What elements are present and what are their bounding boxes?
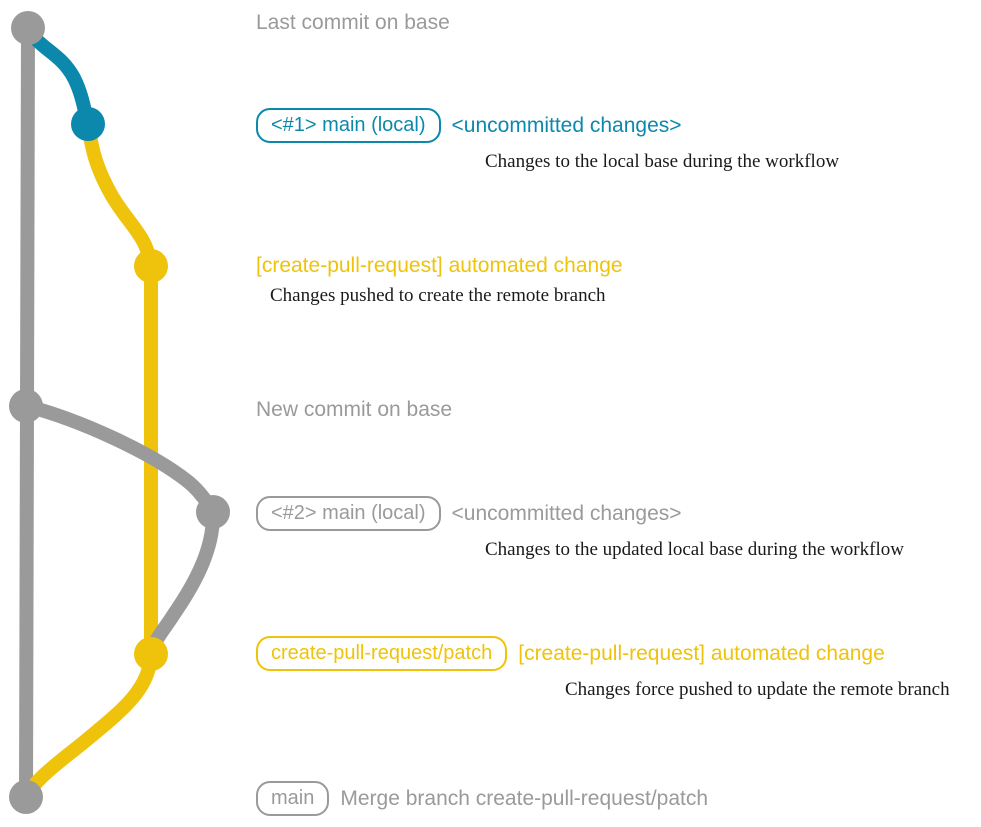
commit-headline: <uncommitted changes> — [451, 113, 682, 137]
commit-entry-merge: main Merge branch create-pull-request/pa… — [256, 781, 708, 816]
edge-newbase-to-update — [20, 399, 220, 519]
commit-subtext: Changes to the updated local base during… — [485, 539, 904, 560]
edge-patch-to-merge — [19, 647, 158, 804]
commit-headline: New commit on base — [256, 398, 453, 421]
commit-node-merge[interactable] — [9, 780, 43, 814]
commit-entry-automated-2: create-pull-request/patch [create-pull-r… — [256, 636, 950, 702]
ref-badge-main-local-2[interactable]: <#2> main (local) — [256, 496, 441, 531]
commit-headline: [create-pull-request] automated change — [518, 641, 885, 665]
ref-badge-main[interactable]: main — [256, 781, 330, 816]
commit-headline: [create-pull-request] automated change — [256, 254, 623, 277]
commit-node-local-1[interactable] — [71, 107, 105, 141]
commit-headline: <uncommitted changes> — [451, 501, 682, 525]
commit-node-automated-1[interactable] — [134, 249, 168, 283]
badge-row: <#1> main (local) <uncommitted changes> — [256, 108, 839, 143]
commit-node-automated-2[interactable] — [134, 637, 168, 671]
commit-entry-local-2: <#2> main (local) <uncommitted changes> … — [256, 496, 904, 562]
commit-subtext: Changes force pushed to update the remot… — [565, 679, 950, 700]
commit-subtext: Changes pushed to create the remote bran… — [270, 285, 606, 306]
ref-badge-main-local-1[interactable]: <#1> main (local) — [256, 108, 441, 143]
badge-row: create-pull-request/patch [create-pull-r… — [256, 636, 950, 671]
edge-local-to-patch — [81, 117, 158, 661]
commit-subtext: Changes to the local base during the wor… — [485, 151, 840, 172]
commit-entry-last-base: Last commit on base — [256, 10, 450, 36]
commit-headline: Merge branch create-pull-request/patch — [340, 786, 709, 810]
commit-node-local-2[interactable] — [196, 495, 230, 529]
commit-entry-local-1: <#1> main (local) <uncommitted changes> … — [256, 108, 839, 174]
badge-row: main Merge branch create-pull-request/pa… — [256, 781, 708, 816]
commit-node-last-base[interactable] — [11, 11, 45, 45]
ref-badge-create-pull-request-patch[interactable]: create-pull-request/patch — [256, 636, 508, 671]
edge-update-to-patch — [144, 505, 221, 661]
commit-entry-automated-1: [create-pull-request] automated change C… — [256, 253, 623, 308]
commit-headline: Last commit on base — [256, 11, 450, 34]
badge-row: <#2> main (local) <uncommitted changes> — [256, 496, 904, 531]
commit-entry-new-base: New commit on base — [256, 397, 452, 423]
commit-node-new-base[interactable] — [9, 389, 43, 423]
